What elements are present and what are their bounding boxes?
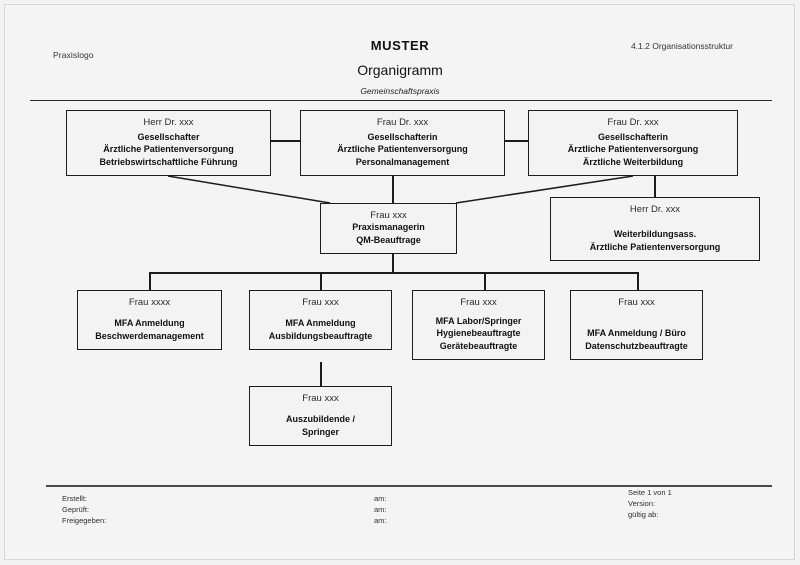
org-box-role: MFA Anmeldung bbox=[114, 318, 185, 328]
footer-label: am: bbox=[374, 494, 387, 503]
org-box-role: Praxismanagerin bbox=[352, 222, 425, 232]
connector-drop-level3-2 bbox=[320, 272, 322, 290]
org-box-roles: MFA Anmeldung Ausbildungsbeauftragte bbox=[250, 317, 391, 342]
document-subtitle: Gemeinschaftspraxis bbox=[360, 86, 440, 96]
org-box-role: Beschwerdemanagement bbox=[95, 330, 204, 341]
org-box-person: Herr Dr. xxx bbox=[143, 117, 194, 128]
footer-version-label: Version: bbox=[628, 499, 656, 508]
org-box-role: Gesellschafter bbox=[137, 131, 200, 142]
connector-v-ausbildung-azubi bbox=[320, 362, 322, 386]
org-box-role: QM-Beauftrage bbox=[356, 234, 421, 245]
org-box-person: Frau Dr. xxx bbox=[376, 117, 429, 128]
org-box-role: Betriebswirtschaftliche Führung bbox=[99, 156, 238, 167]
org-box-role: Ärztliche Patientenversorgung bbox=[589, 241, 721, 252]
footer-label: am: bbox=[374, 505, 387, 514]
connector-v-praxismanagerin-bus bbox=[392, 254, 394, 273]
org-box-role: MFA Labor/Springer bbox=[435, 315, 522, 326]
muster-stamp: MUSTER bbox=[370, 38, 430, 53]
connector-h-box1-box2 bbox=[271, 140, 300, 142]
footer-page-number: Seite 1 von 1 bbox=[628, 488, 672, 497]
org-box-person: Frau xxx bbox=[370, 210, 407, 221]
org-box-gesellschafterin-3[interactable]: Frau Dr. xxx Gesellschafterin Ärztliche … bbox=[528, 110, 738, 176]
org-box-role: Ausbildungsbeauftragte bbox=[268, 330, 373, 341]
footer-page-info: Seite 1 von 1 Version: gültig ab: bbox=[628, 487, 672, 520]
org-box-roles: MFA Anmeldung Beschwerdemanagement bbox=[78, 317, 221, 342]
connector-drop-level3-4 bbox=[637, 272, 639, 290]
org-box-gesellschafter-1[interactable]: Herr Dr. xxx Gesellschafter Ärztliche Pa… bbox=[66, 110, 271, 176]
footer-label: Freigegeben: bbox=[62, 516, 107, 525]
org-box-person: Frau Dr. xxx bbox=[607, 117, 659, 128]
org-box-roles: Praxismanagerin QM-Beauftrage bbox=[321, 221, 456, 246]
footer-validfrom-label: gültig ab: bbox=[628, 510, 659, 519]
org-box-person: Frau xxxx bbox=[128, 297, 171, 308]
praxis-logo-placeholder: Praxislogo bbox=[53, 50, 94, 60]
org-box-roles: Gesellschafter Ärztliche Patientenversor… bbox=[67, 131, 270, 169]
org-box-role: MFA Anmeldung bbox=[285, 318, 356, 328]
org-box-role: Hygienebeauftragte bbox=[436, 328, 521, 338]
org-box-role: Gesellschafterin bbox=[597, 131, 669, 142]
org-box-role: Ärztliche Patientenversorgung bbox=[337, 144, 468, 154]
connector-bus-level3 bbox=[149, 272, 638, 274]
org-box-praxismanagerin[interactable]: Frau xxx Praxismanagerin QM-Beauftrage bbox=[320, 203, 457, 254]
org-box-roles: Gesellschafterin Ärztliche Patientenvers… bbox=[301, 131, 504, 169]
footer-date-labels: am: am: am: bbox=[374, 493, 387, 526]
org-box-person: Frau xxx bbox=[460, 297, 497, 308]
document-code: 4.1.2 Organisationsstruktur bbox=[630, 41, 733, 51]
org-box-roles: Gesellschafterin Ärztliche Patientenvers… bbox=[529, 131, 737, 169]
org-box-person: Frau xxx bbox=[302, 393, 339, 404]
org-box-weiterbildungsassistent[interactable]: Herr Dr. xxx Weiterbildungsass. Ärztlich… bbox=[550, 197, 760, 261]
org-box-role: MFA Anmeldung / Büro bbox=[587, 328, 686, 338]
connector-v-box3-weiterbildung bbox=[654, 176, 656, 197]
org-box-role: Datenschutzbeauftragte bbox=[585, 340, 688, 351]
footer-signoff-labels: Erstellt: Geprüft: Freigegeben: bbox=[62, 493, 106, 526]
org-box-gesellschafterin-2[interactable]: Frau Dr. xxx Gesellschafterin Ärztliche … bbox=[300, 110, 505, 176]
connector-v-mid-top bbox=[392, 176, 394, 203]
footer-divider bbox=[46, 485, 772, 487]
org-box-role: Ärztliche Patientenversorgung bbox=[567, 144, 699, 154]
org-box-mfa-beschwerdemanagement[interactable]: Frau xxxx MFA Anmeldung Beschwerdemanage… bbox=[77, 290, 222, 350]
org-box-mfa-labor-springer[interactable]: Frau xxx MFA Labor/Springer Hygienebeauf… bbox=[412, 290, 545, 360]
header-divider bbox=[30, 100, 772, 101]
connector-drop-level3-1 bbox=[149, 272, 151, 290]
org-box-person: Herr Dr. xxx bbox=[629, 204, 681, 215]
footer-label: Geprüft: bbox=[62, 505, 90, 514]
org-box-role: Weiterbildungsass. bbox=[613, 229, 697, 239]
org-box-role: Gerätebeauftragte bbox=[439, 340, 518, 351]
org-box-roles: Weiterbildungsass. Ärztliche Patientenve… bbox=[551, 228, 759, 253]
org-box-person: Frau xxx bbox=[618, 297, 655, 308]
page-frame bbox=[4, 4, 795, 560]
org-box-mfa-ausbildungsbeauftragte[interactable]: Frau xxx MFA Anmeldung Ausbildungsbeauft… bbox=[249, 290, 392, 350]
org-box-roles: Auszubildende / Springer bbox=[250, 413, 391, 438]
org-box-role: Springer bbox=[301, 426, 339, 437]
org-box-auszubildende-springer[interactable]: Frau xxx Auszubildende / Springer bbox=[249, 386, 392, 446]
connector-h-box2-box3 bbox=[505, 140, 528, 142]
org-box-role: Ärztliche Weiterbildung bbox=[582, 156, 684, 167]
org-box-role: Auszubildende / bbox=[285, 414, 355, 424]
org-box-mfa-datenschutzbeauftragte[interactable]: Frau xxx MFA Anmeldung / Büro Datenschut… bbox=[570, 290, 703, 360]
connector-drop-level3-3 bbox=[484, 272, 486, 290]
org-box-person: Frau xxx bbox=[302, 297, 339, 308]
org-box-roles: MFA Anmeldung / Büro Datenschutzbeauftra… bbox=[571, 327, 702, 352]
org-box-roles: MFA Labor/Springer Hygienebeauftragte Ge… bbox=[413, 315, 544, 353]
document-title: Organigramm bbox=[357, 62, 443, 78]
org-box-role: Ärztliche Patientenversorgung bbox=[103, 144, 234, 154]
org-box-role: Gesellschafterin bbox=[367, 131, 438, 142]
footer-label: Erstellt: bbox=[62, 494, 88, 503]
footer-label: am: bbox=[374, 516, 387, 525]
org-box-role: Personalmanagement bbox=[355, 156, 450, 167]
